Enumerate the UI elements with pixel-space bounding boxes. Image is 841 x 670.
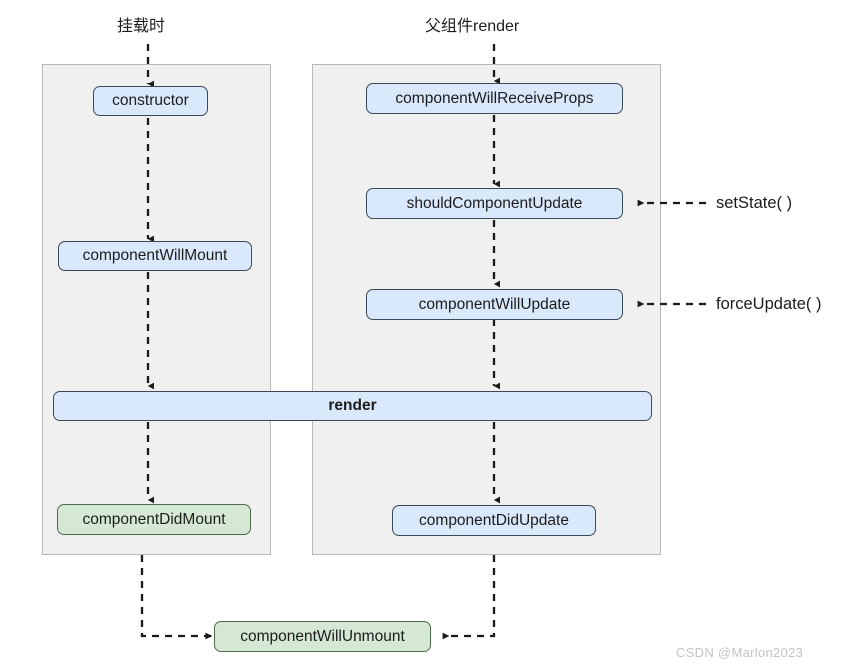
mount-phase-caption: 挂载时: [117, 18, 166, 35]
watermark: CSDN @Marlon2023: [676, 645, 804, 660]
node-component-did-update[interactable]: componentDidUpdate: [392, 505, 596, 536]
mount-phase-panel: [42, 64, 271, 555]
node-component-will-unmount[interactable]: componentWillUnmount: [214, 621, 431, 652]
node-component-will-mount[interactable]: componentWillMount: [58, 241, 252, 271]
node-render[interactable]: render: [53, 391, 652, 421]
node-component-will-receive-props[interactable]: componentWillReceiveProps: [366, 83, 623, 114]
node-constructor[interactable]: constructor: [93, 86, 208, 116]
trigger-label-force-update: forceUpdate( ): [716, 295, 822, 313]
node-component-did-mount[interactable]: componentDidMount: [57, 504, 251, 535]
node-component-will-update[interactable]: componentWillUpdate: [366, 289, 623, 320]
update-phase-caption: 父组件render: [425, 18, 520, 35]
node-should-component-update[interactable]: shouldComponentUpdate: [366, 188, 623, 219]
trigger-label-set-state: setState( ): [716, 194, 793, 212]
